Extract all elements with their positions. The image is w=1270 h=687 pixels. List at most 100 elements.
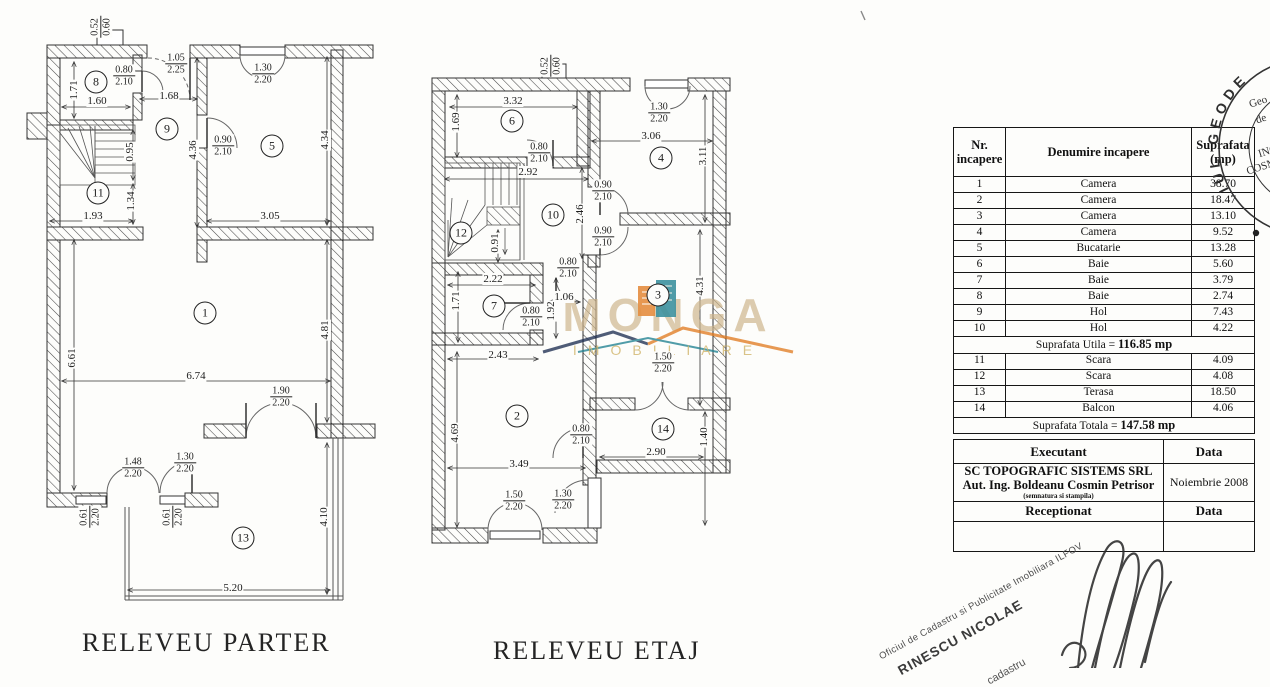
executant-content-row: SC TOPOGRAFIC SISTEMS SRL Aut. Ing. Bold…	[953, 463, 1255, 502]
room-area-table-block: Nr. incapere Denumire incapere Suprafata…	[953, 127, 1255, 552]
cell-nr: 8	[953, 288, 1006, 305]
cell-denumire: Hol	[1005, 304, 1192, 321]
executant-details: SC TOPOGRAFIC SISTEMS SRL Aut. Ing. Bold…	[953, 463, 1164, 502]
cell-nr: 11	[953, 352, 1006, 370]
empty-cell	[953, 520, 1164, 552]
cell-suprafata: 4.09	[1191, 352, 1255, 370]
cell-suprafata: 5.60	[1191, 256, 1255, 273]
header-denumire-incapere: Denumire incapere	[1005, 127, 1192, 177]
cell-nr: 7	[953, 272, 1006, 289]
cell-suprafata: 4.06	[1191, 400, 1255, 418]
cell-denumire: Camera	[1005, 208, 1192, 225]
parter-plan-walls	[26, 44, 376, 508]
cell-nr: 13	[953, 384, 1006, 402]
parter-windows	[75, 29, 286, 505]
cell-nr: 14	[953, 400, 1006, 418]
cell-denumire: Baie	[1005, 256, 1192, 273]
cell-suprafata: 4.08	[1191, 368, 1255, 386]
receptionat-row: Receptionat Data	[953, 500, 1255, 522]
watermark-swoosh-orange	[647, 326, 794, 354]
cell-suprafata: 3.79	[1191, 272, 1255, 289]
cell-suprafata: 7.43	[1191, 304, 1255, 321]
cell-denumire: Scara	[1005, 368, 1192, 386]
cell-denumire: Baie	[1005, 272, 1192, 289]
suprafata-totala-text: Suprafata Totala = 147.58 mp	[953, 416, 1255, 434]
cell-nr: 1	[953, 176, 1006, 193]
suprafata-totala-row: Suprafata Totala = 147.58 mp	[953, 416, 1255, 434]
cell-denumire: Balcon	[1005, 400, 1192, 418]
cell-suprafata: 38.70	[1191, 176, 1255, 193]
cell-suprafata: 13.10	[1191, 208, 1255, 225]
watermark-building-orange	[638, 286, 655, 316]
receptionat-label: Receptionat	[953, 500, 1164, 522]
cell-nr: 3	[953, 208, 1006, 225]
suprafata-totala-label: Suprafata Totala =	[1032, 419, 1118, 432]
parter-terrace	[124, 438, 344, 601]
room-area-table: Nr. incapere Denumire incapere Suprafata…	[953, 127, 1255, 434]
cell-nr: 2	[953, 192, 1006, 209]
cell-denumire: Bucatarie	[1005, 240, 1192, 257]
cell-denumire: Baie	[1005, 288, 1192, 305]
cell-nr: 5	[953, 240, 1006, 257]
cell-denumire: Hol	[1005, 320, 1192, 337]
executant-table: Executant Data SC TOPOGRAFIC SISTEMS SRL…	[953, 439, 1255, 552]
cell-nr: 4	[953, 224, 1006, 241]
executant-company: SC TOPOGRAFIC SISTEMS SRL	[964, 464, 1153, 478]
executant-header-row: Executant Data	[953, 439, 1255, 464]
etaj-plan-title: RELEVEU ETAJ	[493, 636, 701, 665]
suprafata-utila-text: Suprafata Utila = 116.85 mp	[953, 336, 1255, 354]
data-label-2: Data	[1163, 500, 1255, 522]
cell-suprafata: 2.74	[1191, 288, 1255, 305]
agency-watermark: MONGA IMOBILIARE	[518, 276, 818, 371]
etaj-plan-walls	[431, 77, 731, 544]
cell-suprafata: 18.47	[1191, 192, 1255, 209]
parter-stairs	[59, 124, 136, 186]
executant-label: Executant	[953, 439, 1164, 464]
scanned-floor-plan-document: { "plans": { "parter": {"title": "RELEVE…	[26, 10, 1270, 687]
cell-denumire: Camera	[1005, 224, 1192, 241]
executant-person: Aut. Ing. Boldeanu Cosmin Petrisor	[962, 477, 1155, 492]
suprafata-utila-row: Suprafata Utila = 116.85 mp	[953, 336, 1255, 354]
cell-nr: 10	[953, 320, 1006, 337]
table-header-row: Nr. incapere Denumire incapere Suprafata…	[953, 127, 1255, 177]
empty-cell	[1163, 520, 1255, 552]
suprafata-totala-value: 147.58 mp	[1120, 417, 1176, 432]
cell-suprafata: 4.22	[1191, 320, 1255, 337]
cell-suprafata: 18.50	[1191, 384, 1255, 402]
executant-date: Noiembrie 2008	[1163, 463, 1255, 502]
cell-nr: 6	[953, 256, 1006, 273]
cell-denumire: Terasa	[1005, 384, 1192, 402]
suprafata-utila-label: Suprafata Utila =	[1035, 339, 1116, 351]
cell-denumire: Camera	[1005, 176, 1192, 193]
watermark-subtitle-text: IMOBILIARE	[572, 342, 764, 358]
parter-dimension-lines	[50, 57, 330, 594]
cell-nr: 12	[953, 368, 1006, 386]
data-label: Data	[1163, 439, 1255, 464]
cell-denumire: Scara	[1005, 352, 1192, 370]
cell-nr: 9	[953, 304, 1006, 321]
executant-signature-note: (semnatura si stampila)	[1023, 491, 1094, 500]
cell-suprafata: 13.28	[1191, 240, 1255, 257]
header-nr-incapere: Nr. incapere	[953, 127, 1006, 177]
parter-plan-title: RELEVEU PARTER	[82, 628, 331, 657]
cell-denumire: Camera	[1005, 192, 1192, 209]
cell-suprafata: 9.52	[1191, 224, 1255, 241]
empty-row	[953, 520, 1255, 552]
watermark-swoosh-teal	[577, 336, 719, 353]
etaj-stairs	[444, 162, 525, 261]
suprafata-utila-value: 116.85 mp	[1117, 337, 1173, 351]
